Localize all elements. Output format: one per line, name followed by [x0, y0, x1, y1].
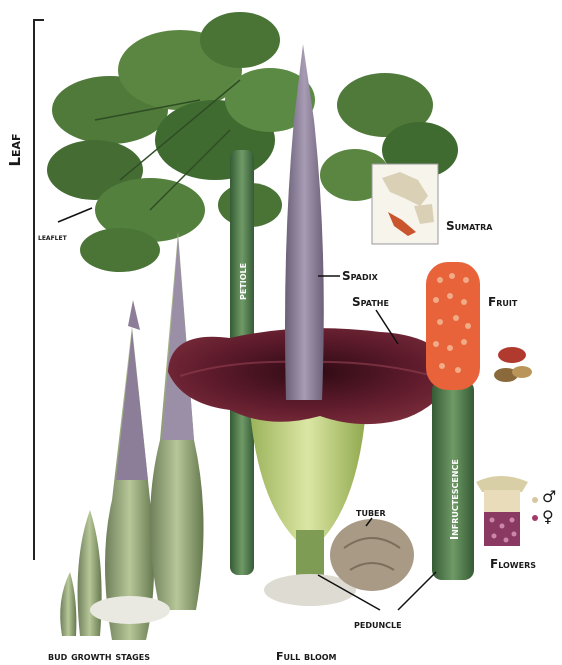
- label-spadix: Spadix: [342, 269, 379, 283]
- label-leaflet: leaflet: [38, 233, 68, 243]
- flowers-detail: [476, 476, 538, 546]
- tuber: [330, 519, 414, 591]
- male-symbol: ♂: [542, 487, 556, 506]
- label-spathe: Spathe: [352, 295, 389, 309]
- label-petiole: petiole: [236, 263, 249, 300]
- label-sumatra: Sumatra: [446, 219, 493, 233]
- label-leaf: Leaf: [6, 133, 24, 166]
- peduncle-stem: [296, 530, 324, 580]
- fruit-seeds: [494, 347, 532, 382]
- female-symbol: ♀: [542, 507, 554, 526]
- label-peduncle: peduncle: [354, 617, 402, 631]
- leaf-bracket: [34, 20, 44, 560]
- label-bud-growth-stages: bud growth stages: [48, 650, 150, 663]
- bloom-base: [250, 410, 366, 540]
- label-full-bloom: Full bloom: [276, 650, 337, 663]
- label-flowers: Flowers: [490, 557, 536, 571]
- label-fruit: Fruit: [488, 295, 518, 309]
- sumatra-map: [372, 164, 438, 244]
- label-tuber: tuber: [356, 506, 386, 519]
- label-infructescence: Infructescence: [448, 459, 461, 540]
- bud-growth-stages: [60, 232, 203, 640]
